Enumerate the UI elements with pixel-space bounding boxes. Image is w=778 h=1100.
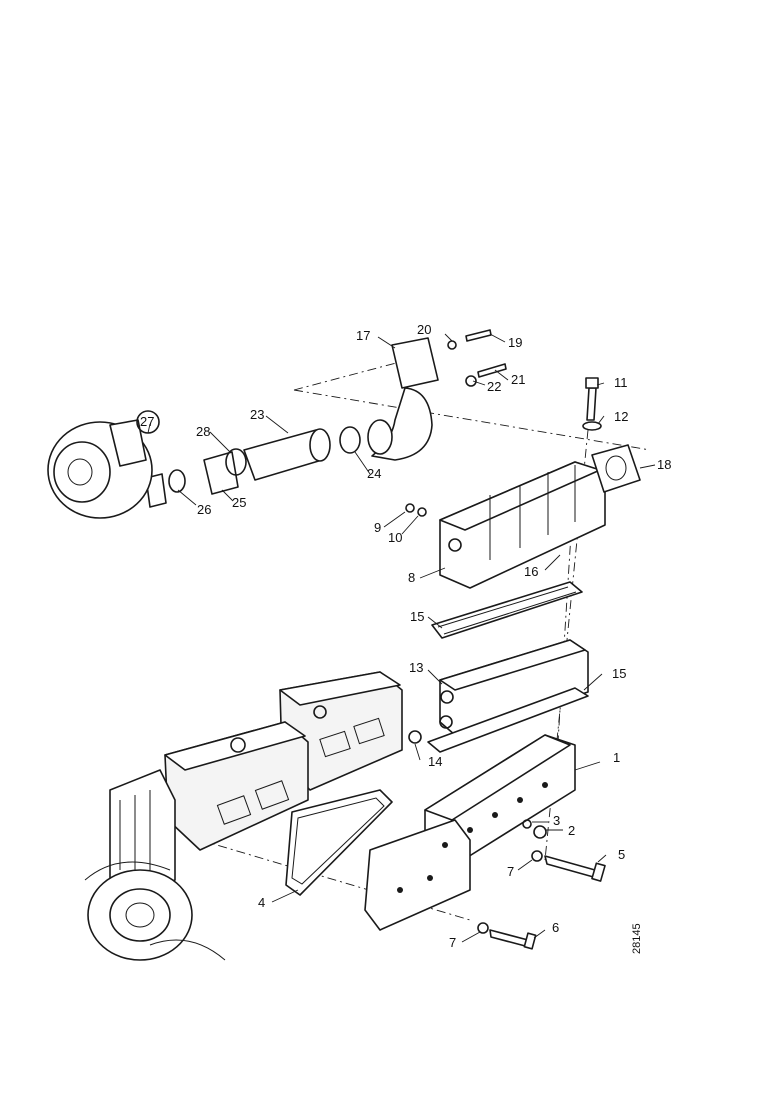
callout-18: 18 [657,457,671,472]
exhaust-manifold-1 [364,734,576,931]
callout-7a: 7 [507,864,514,879]
callout-7b: 7 [449,935,456,950]
callout-11: 11 [614,375,628,390]
callout-2: 2 [568,823,575,838]
callout-9: 9 [374,520,381,535]
callout-17: 17 [356,328,370,343]
callout-16: 16 [524,564,538,579]
callout-15b: 15 [612,666,626,681]
drawing-number: 28145 [631,923,643,954]
callout-27: 27 [140,414,154,429]
callout-24: 24 [367,466,381,481]
engine-block [84,671,403,961]
bolts-and-washers [477,819,606,950]
callout-labels: 1 2 3 4 5 6 7 7 8 9 10 11 12 13 14 15 15… [140,322,671,954]
callout-28: 28 [196,424,210,439]
callout-8: 8 [408,570,415,585]
intake-pipe-23 [145,426,361,508]
heat-shield-13 [408,581,589,753]
callout-14: 14 [428,754,442,769]
turbocharger-27 [47,410,160,519]
callout-6: 6 [552,920,559,935]
callout-22: 22 [487,379,501,394]
callout-19: 19 [508,335,522,350]
exhaust-manifold-8 [405,444,641,589]
callout-5: 5 [618,847,625,862]
callout-1: 1 [613,750,620,765]
callout-4: 4 [258,895,265,910]
callout-10: 10 [388,530,402,545]
callout-12: 12 [614,409,628,424]
callout-3: 3 [553,813,560,828]
callout-15a: 15 [410,609,424,624]
stud-11 [582,377,602,431]
exhaust-elbow-17 [367,329,507,461]
callout-13: 13 [409,660,423,675]
callout-leaders [147,333,656,943]
callout-26: 26 [197,502,211,517]
gasket-4 [285,789,393,896]
callout-20: 20 [417,322,431,337]
callout-21: 21 [511,372,525,387]
callout-23: 23 [250,407,264,422]
callout-25: 25 [232,495,246,510]
